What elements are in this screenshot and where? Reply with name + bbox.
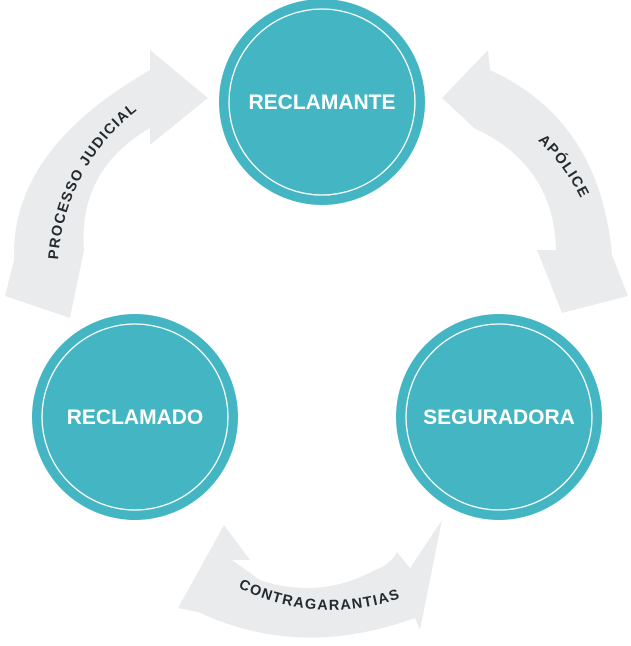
node-circle xyxy=(219,0,425,205)
arrow-apolice: APÓLICE xyxy=(442,50,628,313)
arrow-processo-judicial: PROCESSO JUDICIAL xyxy=(5,50,208,318)
node-label-reclamante: RECLAMANTE xyxy=(249,91,396,114)
node-circle xyxy=(396,314,602,520)
node-label-seguradora: SEGURADORA xyxy=(423,406,575,429)
node-reclamado: RECLAMADO xyxy=(32,314,238,520)
node-label-reclamado: RECLAMADO xyxy=(67,406,204,429)
arrow-contragarantias: CONTRAGARANTIAS xyxy=(178,520,442,638)
arrow-shape xyxy=(442,50,628,313)
node-inner-ring xyxy=(228,8,416,196)
node-inner-ring xyxy=(41,323,229,511)
node-inner-ring xyxy=(405,323,593,511)
arrow-shape xyxy=(5,50,208,318)
node-seguradora: SEGURADORA xyxy=(396,314,602,520)
arrow-shape xyxy=(178,520,442,638)
node-reclamante: RECLAMANTE xyxy=(219,0,425,205)
node-circle xyxy=(32,314,238,520)
